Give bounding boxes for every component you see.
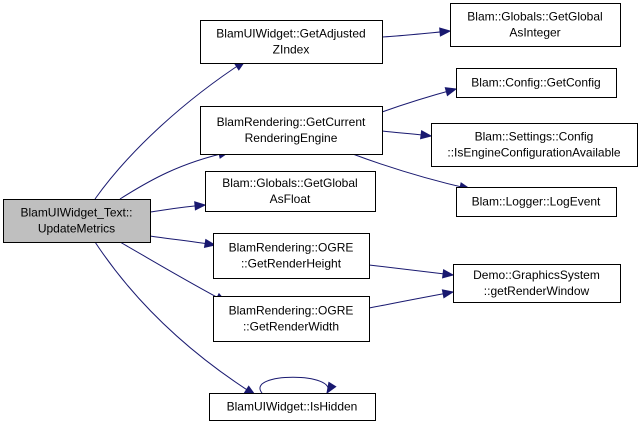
node-label-line: ::getRenderWindow xyxy=(484,284,590,298)
node-label-line: Blam::Settings::Config xyxy=(475,130,594,144)
edge-line xyxy=(349,152,471,190)
edge-get_current_rendering_engine-to-get_config xyxy=(381,87,458,113)
node-box xyxy=(3,199,151,243)
node-label-line: BlamUIWidget::GetAdjusted xyxy=(216,27,365,41)
node-get-render-window[interactable]: Demo::GraphicsSystem::getRenderWindow xyxy=(453,264,621,303)
node-box xyxy=(431,123,638,167)
edge-arrowhead xyxy=(439,27,452,37)
edge-line xyxy=(94,241,256,396)
node-label-line: Demo::GraphicsSystem xyxy=(473,268,600,282)
node-label-line: AsInteger xyxy=(509,26,560,40)
node-label-line: Blam::Logger::LogEvent xyxy=(472,195,601,209)
node-box xyxy=(213,296,370,342)
edge-arrowhead xyxy=(326,381,337,395)
node-label-line: BlamUIWidget_Text:: xyxy=(20,206,132,220)
node-label-line: ::IsEngineConfigurationAvailable xyxy=(447,146,621,160)
node-is-engine-configuration-available[interactable]: Blam::Settings::Config::IsEngineConfigur… xyxy=(431,123,638,167)
edge-is_hidden-to-is_hidden xyxy=(259,376,337,395)
node-label-line: Blam::Globals::GetGlobal xyxy=(222,176,357,190)
edge-get_render_width-to-get_render_window xyxy=(368,289,455,309)
node-get-render-width[interactable]: BlamRendering::OGRE::GetRenderWidth xyxy=(213,296,370,342)
node-label-line: Blam::Config::GetConfig xyxy=(471,76,600,90)
edge-line xyxy=(259,376,329,394)
edge-update_metrics-to-get_render_width xyxy=(119,241,228,303)
edge-arrowhead xyxy=(203,238,217,249)
edge-line xyxy=(368,291,454,309)
edge-arrowhead xyxy=(442,269,455,279)
node-label-line: UpdateMetrics xyxy=(38,222,115,236)
node-label-line: BlamRendering::OGRE xyxy=(229,304,354,318)
edge-line xyxy=(94,60,246,200)
node-label-line: ZIndex xyxy=(273,43,310,57)
edge-arrowhead xyxy=(194,201,207,211)
node-label-line: BlamRendering::GetCurrent xyxy=(217,115,366,129)
edge-update_metrics-to-get_global_as_float xyxy=(149,201,207,213)
node-update-metrics[interactable]: BlamUIWidget_Text::UpdateMetrics xyxy=(3,199,151,243)
node-label-line: BlamRendering::OGRE xyxy=(229,241,354,255)
node-box xyxy=(200,106,383,155)
node-box xyxy=(205,171,376,212)
node-label-line: BlamUIWidget::IsHidden xyxy=(227,400,358,414)
node-box xyxy=(456,187,617,217)
node-label-line: ::GetRenderWidth xyxy=(243,320,339,334)
node-label-line: RenderingEngine xyxy=(245,131,338,145)
node-box xyxy=(213,233,370,279)
edge-line xyxy=(368,264,454,276)
edge-line xyxy=(381,88,457,113)
node-get-config[interactable]: Blam::Config::GetConfig xyxy=(456,68,617,98)
edge-get_adjusted_zindex-to-get_global_as_integer xyxy=(381,27,452,38)
edge-get_render_height-to-get_render_window xyxy=(368,264,455,279)
node-is-hidden[interactable]: BlamUIWidget::IsHidden xyxy=(209,393,376,421)
node-box xyxy=(450,3,621,47)
node-box xyxy=(456,68,617,98)
node-box xyxy=(209,393,376,421)
edge-get_current_rendering_engine-to-is_engine_configuration_available xyxy=(381,130,433,140)
edge-arrowhead xyxy=(444,87,458,97)
edge-line xyxy=(119,151,230,200)
edge-arrowhead xyxy=(441,289,455,299)
node-label-line: ::GetRenderHeight xyxy=(241,257,342,271)
nodes-layer: BlamUIWidget_Text::UpdateMetricsBlamUIWi… xyxy=(3,3,638,421)
node-label-line: Blam::Globals::GetGlobal xyxy=(467,10,602,24)
edge-line xyxy=(119,241,227,303)
node-box xyxy=(453,264,621,303)
node-label-line: AsFloat xyxy=(270,192,311,206)
edge-arrowhead xyxy=(420,130,433,140)
node-log-event[interactable]: Blam::Logger::LogEvent xyxy=(456,187,617,217)
node-get-render-height[interactable]: BlamRendering::OGRE::GetRenderHeight xyxy=(213,233,370,279)
edge-update_metrics-to-get_render_height xyxy=(149,235,217,249)
node-box xyxy=(200,20,383,64)
